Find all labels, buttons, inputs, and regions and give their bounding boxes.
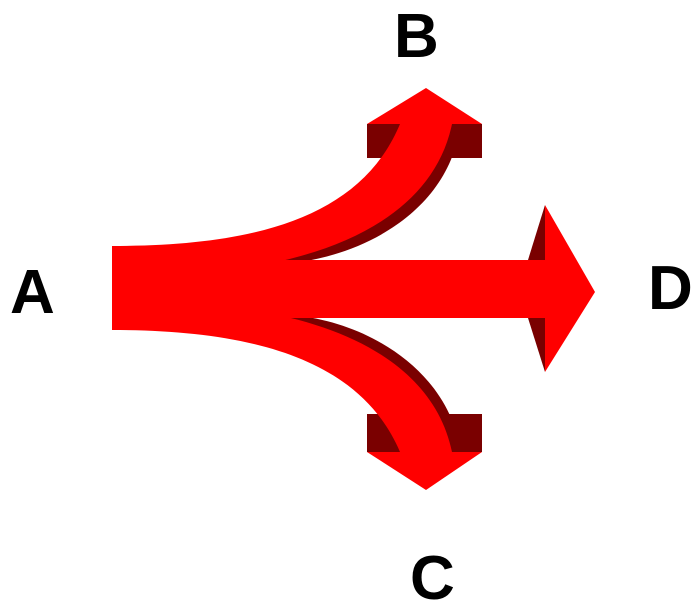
main-shaft [112, 260, 547, 318]
label-a: A [10, 262, 55, 324]
arrow-right-icon [545, 205, 595, 372]
arrow-down-icon [367, 452, 482, 490]
split-arrow-diagram: A B C D [0, 0, 692, 600]
arrow-graphic [0, 0, 692, 600]
label-b: B [394, 6, 439, 68]
arrow-main-group [112, 88, 595, 490]
label-c: C [410, 548, 455, 610]
tail-block [112, 246, 172, 330]
label-d: D [648, 258, 692, 320]
arrow-up-icon [367, 88, 482, 124]
